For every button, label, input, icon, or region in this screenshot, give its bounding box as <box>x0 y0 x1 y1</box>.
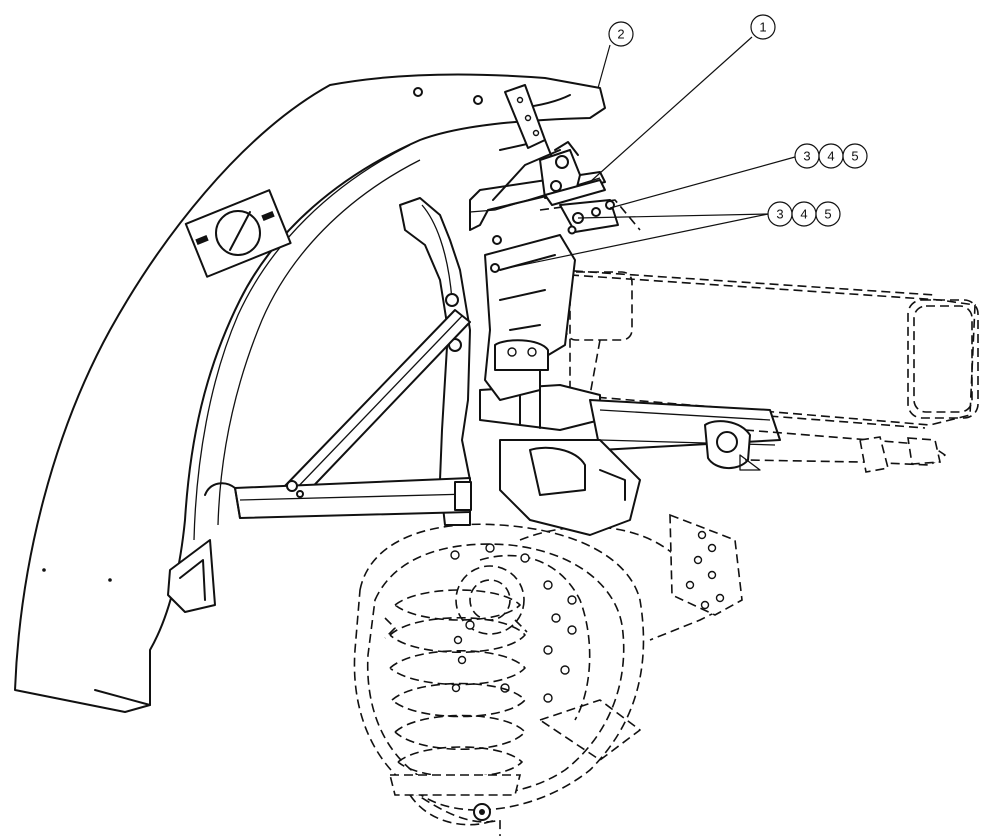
fender-support-frame <box>204 84 606 526</box>
callout-group-lower: 3 4 5 <box>767 201 841 227</box>
leader-2 <box>597 44 611 89</box>
callout-4-lower-label: 4 <box>800 207 807 222</box>
wheel-hub <box>353 513 743 836</box>
leader-345-upper <box>609 156 796 209</box>
fender <box>14 73 606 713</box>
callout-1: 1 <box>750 14 776 40</box>
axle-housing <box>539 199 979 429</box>
callout-4-upper-label: 4 <box>827 149 834 164</box>
steering-knuckle <box>484 234 641 536</box>
callout-2: 2 <box>608 21 634 47</box>
leader-345-lower-a <box>577 213 769 219</box>
leader-345-lower-b <box>497 213 769 271</box>
callout-1-label: 1 <box>759 20 766 35</box>
callout-group-upper: 3 4 5 <box>794 143 868 169</box>
callout-3-lower-label: 3 <box>776 207 783 222</box>
callout-3-upper-label: 3 <box>803 149 810 164</box>
leader-lines <box>497 36 796 271</box>
callout-5-lower-label: 5 <box>824 207 831 222</box>
callout-2-label: 2 <box>617 27 624 42</box>
callout-5-upper-label: 5 <box>851 149 858 164</box>
leader-1 <box>589 36 753 183</box>
warning-symbol-icon <box>195 210 275 256</box>
coil-spring <box>384 589 528 826</box>
mounting-bracket <box>490 179 619 273</box>
